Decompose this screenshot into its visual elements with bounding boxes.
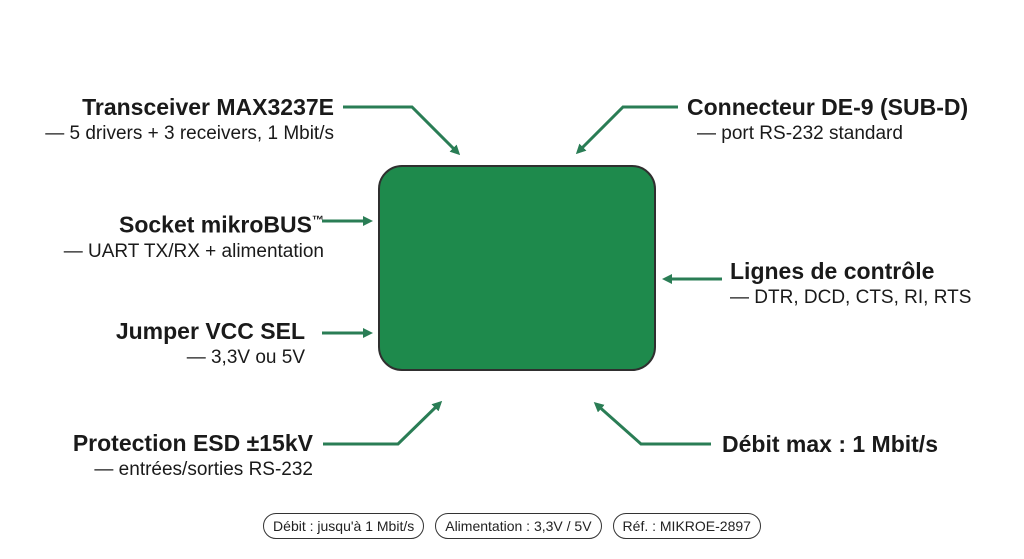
badge-reference: Réf. : MIKROE-2897 [612, 513, 761, 539]
label-socket-title-row: Socket mikroBUS™ [64, 206, 324, 239]
badge-alimentation: Alimentation : 3,3V / 5V [435, 513, 602, 539]
label-rate-title: Débit max : 1 Mbit/s [722, 431, 938, 457]
label-control-sub: — DTR, DCD, CTS, RI, RTS [730, 287, 972, 308]
arrow-rate [593, 402, 711, 446]
label-socket-title: Socket mikroBUS [118, 211, 312, 238]
trademark-mark: ™ [312, 213, 324, 227]
label-jumper-title: Jumper VCC SEL [115, 318, 305, 344]
label-connector: Connecteur DE-9 (SUB-D) — port RS-232 st… [687, 93, 968, 147]
label-connector-title: Connecteur DE-9 (SUB-D) [687, 94, 969, 120]
label-jumper-sub: — 3,3V ou 5V [186, 347, 305, 368]
label-socket: Socket mikroBUS™ — UART TX/RX + alimenta… [64, 206, 324, 265]
arrow-transceiver [343, 105, 461, 156]
label-jumper: Jumper VCC SEL — 3,3V ou 5V [116, 317, 305, 371]
label-esd-title: Protection ESD ±15kV [72, 430, 313, 456]
label-control: Lignes de contrôle — DTR, DCD, CTS, RI, … [730, 257, 971, 311]
label-transceiver: Transceiver MAX3237E — 5 drivers + 3 rec… [45, 93, 334, 147]
label-esd: Protection ESD ±15kV — entrées/sorties R… [73, 429, 313, 483]
arrow-connector [575, 105, 678, 155]
label-transceiver-sub: — 5 drivers + 3 receivers, 1 Mbit/s [45, 123, 334, 144]
arrow-esd [323, 400, 443, 446]
footer-badges: Débit : jusqu'à 1 Mbit/s Alimentation : … [0, 513, 1024, 539]
board [378, 165, 656, 371]
label-rate: Débit max : 1 Mbit/s [722, 430, 938, 458]
badge-debit: Débit : jusqu'à 1 Mbit/s [263, 513, 425, 539]
label-esd-sub: — entrées/sorties RS-232 [94, 459, 313, 480]
label-control-title: Lignes de contrôle [730, 258, 935, 284]
label-transceiver-title: Transceiver MAX3237E [82, 94, 334, 120]
label-socket-sub: — UART TX/RX + alimentation [63, 240, 324, 262]
label-connector-sub: — port RS-232 standard [697, 123, 903, 144]
